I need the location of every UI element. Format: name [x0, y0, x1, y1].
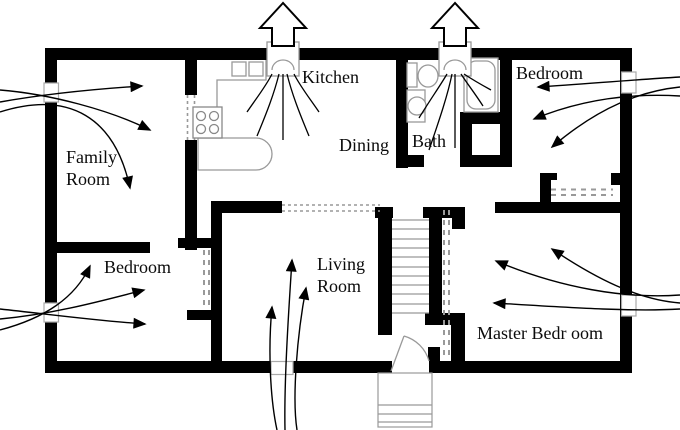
window-living-room — [270, 360, 294, 376]
fan-flow-lines — [246, 73, 492, 151]
label-master-bedroom: Master Bedr oom — [477, 323, 603, 343]
airflow-arrow — [494, 260, 680, 297]
airflow-arrow — [0, 287, 146, 320]
airflow-arrow — [0, 308, 147, 329]
exhaust-fans — [266, 41, 472, 77]
airflow-arrow — [284, 258, 297, 430]
exhaust-arrow-icons — [257, 1, 481, 47]
airflow-arrow — [294, 286, 310, 430]
label-bedroom-top-right: Bedroom — [516, 63, 583, 83]
airflow-arrow — [0, 264, 91, 331]
label-living-room: Living — [317, 254, 365, 274]
kitchen-sink-basin-icon — [248, 61, 264, 77]
kitchen-fan-box — [266, 41, 300, 77]
kitchen-peninsula-counter — [197, 137, 273, 171]
bath-exhaust-arrow-icon — [429, 1, 481, 47]
room-labels: Family Room Kitchen Dining Bath Bedroom … — [66, 63, 603, 343]
kitchen-sink-basin-icon — [231, 61, 247, 77]
kitchen-exhaust-arrow-icon — [257, 1, 309, 47]
airflow-arrow — [265, 305, 278, 430]
airflow-arrow — [550, 248, 680, 304]
label-bedroom-bottom-left: Bedroom — [104, 257, 171, 277]
airflow-arrow — [492, 298, 680, 311]
kitchen-fixtures — [197, 60, 273, 171]
label-family-room-line2: Room — [66, 169, 110, 189]
airflow-arrow — [536, 76, 680, 92]
bath-fan-dome-icon — [443, 59, 467, 71]
front-door-swing — [390, 335, 430, 372]
closet-dashes — [203, 188, 613, 355]
airflow-arrow — [0, 81, 144, 103]
label-bath: Bath — [412, 131, 446, 151]
label-family-room: Family — [66, 147, 117, 167]
airflow-arrow — [0, 89, 152, 131]
kitchen-counter-edge — [216, 60, 267, 107]
label-living-room-line2: Room — [317, 276, 361, 296]
airflow-arrow — [0, 104, 133, 190]
bath-sink-icon — [406, 62, 418, 88]
window-bedroom-right — [620, 71, 637, 94]
label-kitchen: Kitchen — [302, 67, 359, 87]
airflow-arrows — [0, 76, 680, 430]
archway-dashes — [282, 204, 380, 212]
staircase — [392, 219, 429, 314]
airflow-arrow — [532, 94, 680, 120]
entry-stoop — [377, 372, 433, 428]
stove-icon — [192, 106, 223, 139]
bath-fan-box — [438, 41, 472, 77]
window-master-bedroom — [620, 294, 637, 317]
airflow-arrow — [550, 86, 680, 149]
label-dining: Dining — [339, 135, 389, 155]
front-door-opening — [392, 360, 429, 374]
kitchen-fan-dome-icon — [271, 59, 295, 71]
